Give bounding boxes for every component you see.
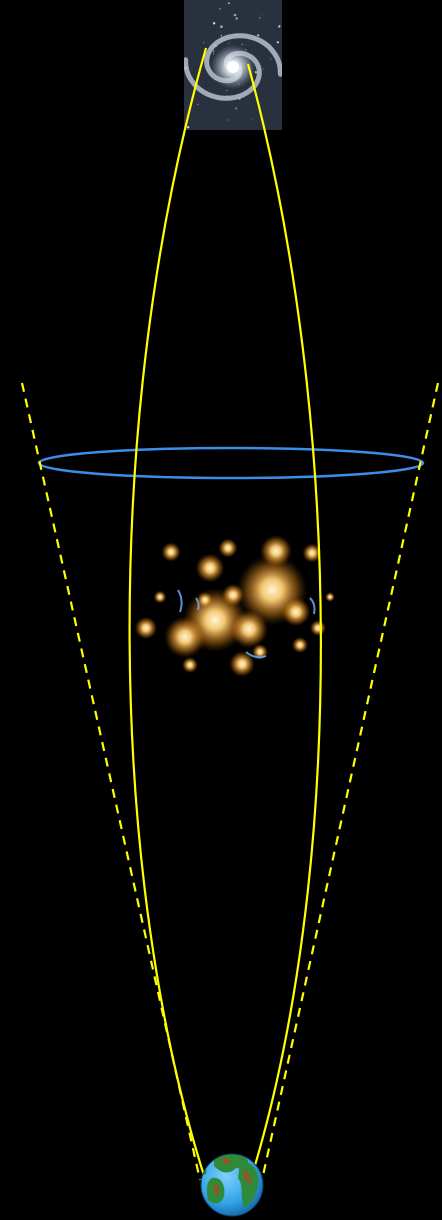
galaxy-star bbox=[197, 103, 199, 106]
galaxy-star bbox=[276, 41, 280, 44]
galaxy-star bbox=[233, 13, 237, 17]
galaxy-star bbox=[220, 25, 223, 28]
galaxy-star bbox=[215, 45, 217, 47]
galaxy-star bbox=[219, 7, 222, 10]
galaxy-star bbox=[270, 58, 272, 60]
cluster-galaxy bbox=[260, 535, 292, 567]
einstein-ring bbox=[37, 446, 425, 480]
cluster-galaxy bbox=[281, 597, 311, 627]
apparent-ray-right bbox=[260, 382, 440, 1181]
light-path-left bbox=[128, 47, 209, 1186]
cluster-galaxy bbox=[229, 609, 269, 649]
lensed-arc bbox=[309, 597, 316, 615]
galaxy-star bbox=[212, 21, 216, 25]
earth-globe-icon bbox=[200, 1153, 264, 1217]
galaxy-star bbox=[203, 42, 205, 44]
light-path-right bbox=[246, 63, 322, 1186]
cluster-galaxy bbox=[197, 592, 213, 608]
lensed-arc bbox=[177, 589, 183, 613]
cluster-galaxy bbox=[218, 538, 238, 558]
cluster-galaxy bbox=[164, 616, 206, 658]
galaxy-star bbox=[254, 71, 257, 74]
cluster-galaxy bbox=[310, 620, 326, 636]
cluster-galaxy bbox=[292, 637, 308, 653]
galaxy-star bbox=[227, 2, 230, 5]
galaxy-star bbox=[214, 44, 216, 46]
galaxy-star bbox=[262, 68, 264, 70]
cluster-galaxy bbox=[182, 657, 198, 673]
galaxy-star bbox=[235, 107, 238, 110]
cluster-galaxy bbox=[134, 616, 158, 640]
galaxy-star bbox=[278, 25, 280, 28]
galaxy-star bbox=[241, 43, 243, 46]
galaxy-star bbox=[228, 42, 230, 45]
cluster-galaxy bbox=[229, 651, 255, 677]
galaxy-star bbox=[212, 50, 215, 52]
galaxy-star bbox=[220, 34, 223, 37]
cluster-galaxy bbox=[153, 590, 167, 604]
galaxy-star bbox=[252, 119, 254, 121]
galaxy-star bbox=[235, 33, 237, 35]
galaxy-star bbox=[258, 17, 261, 19]
galaxy-star bbox=[226, 89, 228, 91]
cluster-galaxy bbox=[221, 583, 245, 607]
galaxy-star bbox=[235, 17, 238, 20]
galaxy-star bbox=[226, 95, 228, 97]
cluster-galaxy bbox=[302, 543, 322, 563]
galaxy-cluster-icon bbox=[134, 535, 337, 679]
galaxy-star bbox=[227, 119, 229, 121]
spiral-galaxy-icon bbox=[184, 0, 282, 130]
galaxy-star bbox=[186, 125, 190, 129]
galaxy-star bbox=[261, 13, 263, 15]
galaxy-star bbox=[184, 67, 188, 70]
galaxy-star bbox=[212, 53, 215, 55]
cluster-galaxy bbox=[325, 592, 335, 602]
galaxy-star bbox=[278, 70, 280, 72]
lensed-arc bbox=[195, 597, 200, 611]
cluster-galaxy bbox=[195, 553, 225, 583]
lensed-arc bbox=[245, 651, 267, 659]
galaxy-star bbox=[238, 97, 241, 100]
galaxy-star bbox=[257, 34, 260, 37]
cluster-galaxy bbox=[161, 542, 181, 562]
